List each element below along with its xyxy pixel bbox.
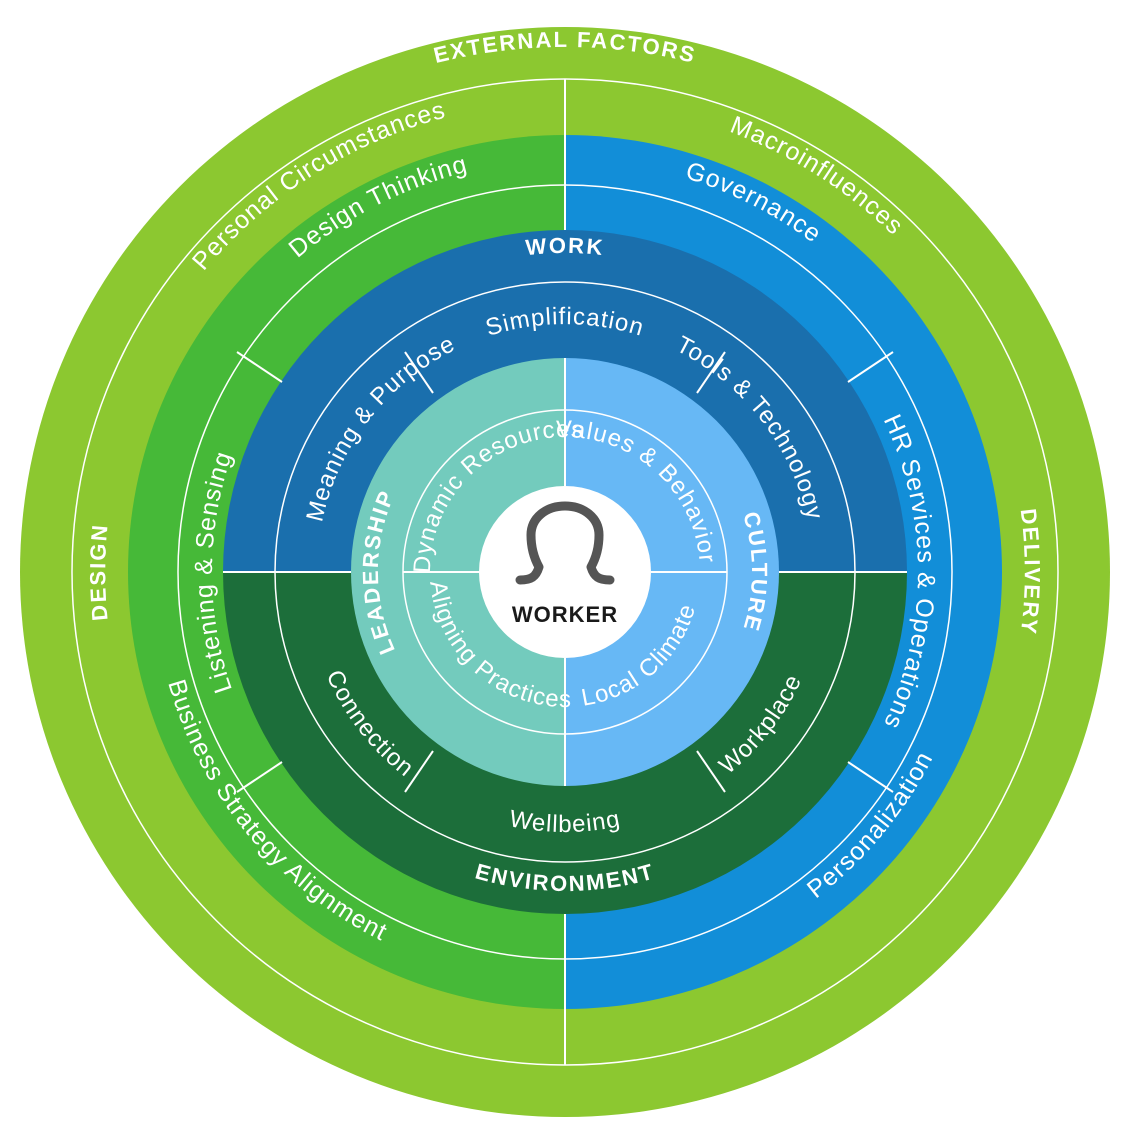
design-header: DESIGN [85, 522, 112, 622]
worker-label: WORKER [512, 602, 618, 627]
delivery-sep-upper [847, 351, 894, 383]
environment-sep-left [404, 750, 434, 793]
delivery-header: DELIVERY [1016, 507, 1045, 637]
design-sep-lower [236, 761, 283, 793]
worker-center [479, 486, 651, 658]
design-sep-upper [236, 351, 283, 383]
work-header: WORK [525, 233, 606, 260]
delivery-sep-lower [847, 761, 894, 793]
work-sep-left [404, 351, 434, 394]
work-sep-right [696, 351, 726, 394]
section-dividers [223, 79, 907, 1065]
person-icon [515, 501, 615, 585]
environment-sep-right [696, 750, 726, 793]
